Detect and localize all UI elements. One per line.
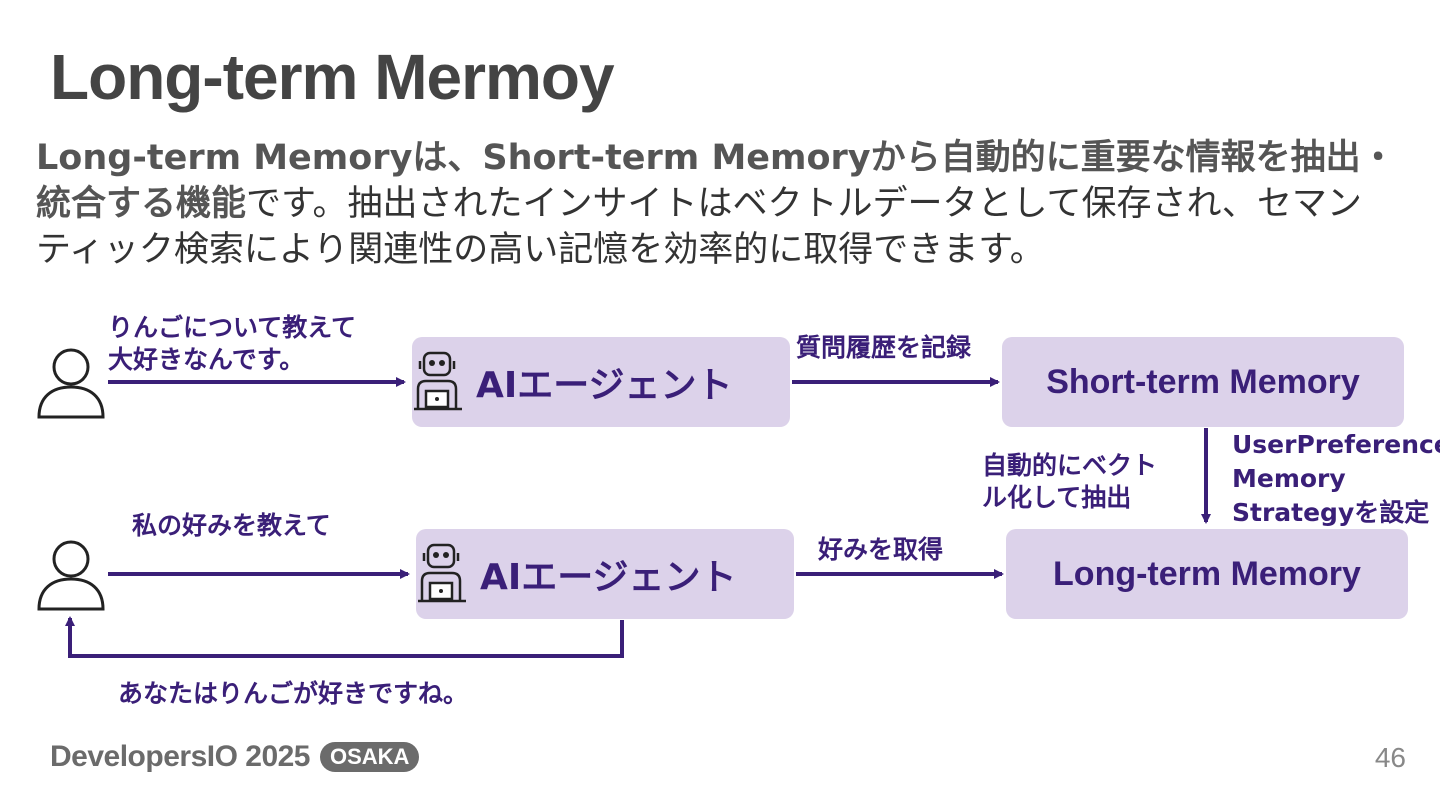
top-user-message: りんごについて教えて大好きなんです。 [108,312,356,376]
long-term-memory-label: Long-term Memory [1053,554,1361,593]
vectorize-label-text: 自動的にベクトル化して抽出 [982,451,1158,512]
short-term-memory-box: Short-term Memory [1002,337,1404,427]
agent-label-top: AIエージェント [476,365,733,406]
footer-badge: OSAKA [320,742,420,772]
vectorize-label: 自動的にベクトル化して抽出 [982,450,1157,514]
short-term-memory-label: Short-term Memory [1046,362,1360,401]
footer: DevelopersIO 2025 OSAKA [50,740,420,774]
robot-icon [414,351,462,411]
footer-brand: DevelopersIO 2025 [50,740,311,773]
top-user-message-line: りんごについて教えて大好きなんです。 [108,313,357,374]
user-icon [37,540,105,611]
robot-icon [418,543,466,603]
user-icon [37,348,105,419]
bottom-user-message: 私の好みを教えて [132,511,331,540]
record-history-label: 質問履歴を記録 [796,333,972,362]
page-number: 46 [1374,742,1406,773]
description-bold: Long-term Memoryは、Short-term Memoryから自動的… [36,138,1396,224]
fetch-preference-label: 好みを取得 [818,535,944,564]
agent-box-top: AIエージェント [412,337,790,427]
long-term-memory-box: Long-term Memory [1006,529,1408,619]
arrow-agent-reply [65,616,624,658]
agent-reply-label: あなたはりんごが好きですね。 [118,679,469,708]
description-rest: です。抽出されたインサイトはベクトルデータとして保存され、セマンティック検索によ… [36,184,1362,270]
agent-box-bottom: AIエージェント [416,529,794,619]
slide-description: Long-term Memoryは、Short-term Memoryから自動的… [36,135,1396,273]
agent-label-bottom: AIエージェント [480,557,737,598]
slide-title: Long-term Mermoy [50,41,615,113]
